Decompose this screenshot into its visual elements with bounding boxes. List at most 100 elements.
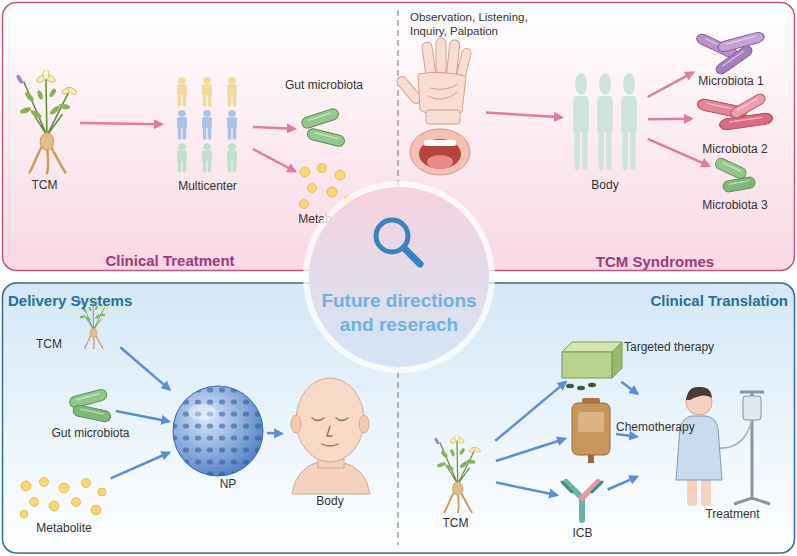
magnifier-icon bbox=[376, 220, 420, 264]
mouth-icon bbox=[410, 129, 470, 175]
pill-box-icon-part bbox=[612, 342, 622, 378]
people-group bbox=[177, 73, 637, 172]
node-label: TCM bbox=[20, 337, 62, 351]
people-group-part bbox=[177, 110, 187, 139]
bacteria-icon-part bbox=[714, 157, 748, 181]
node-label: Body bbox=[285, 494, 375, 508]
iv-bag-icon-part bbox=[572, 403, 610, 455]
bacteria-icon-part bbox=[72, 404, 111, 423]
mouth-icon-part bbox=[427, 155, 453, 169]
people-group-part bbox=[202, 110, 212, 139]
antibody-icon bbox=[562, 482, 602, 520]
flow-arrow bbox=[111, 453, 170, 479]
bacteria-icon-part bbox=[306, 127, 346, 147]
metabolite-dots-part bbox=[82, 479, 91, 488]
people-group-part bbox=[621, 73, 636, 170]
flow-arrow bbox=[648, 117, 692, 120]
head-icon-part bbox=[296, 378, 364, 462]
people-group-part bbox=[227, 110, 237, 139]
iv-bag-icon-part bbox=[588, 455, 594, 463]
bacteria-icon bbox=[68, 31, 773, 423]
node-label: TCM bbox=[418, 516, 493, 530]
patient-icon-part bbox=[740, 391, 764, 394]
flow-arrow bbox=[648, 139, 710, 166]
bacteria-icon-part bbox=[300, 107, 340, 129]
node-label: Observation, Listening, Inquiry, Palpati… bbox=[410, 10, 552, 38]
diagnosis-node: Observation, Listening, Inquiry, Palpati… bbox=[408, 40, 483, 180]
antibody-icon-part bbox=[562, 482, 602, 492]
metabolite-dots-part bbox=[49, 501, 59, 511]
people-group-part bbox=[177, 143, 187, 172]
patient-icon-part bbox=[743, 396, 761, 420]
people-group-part bbox=[573, 73, 588, 170]
bacteria-icon-part bbox=[714, 44, 754, 76]
drug-node: Targeted therapy bbox=[562, 340, 622, 380]
bacteria-icon-part bbox=[722, 176, 756, 193]
cohort-node: Multicenter bbox=[165, 75, 250, 175]
blue-band bbox=[3, 283, 795, 553]
flow-arrow bbox=[608, 477, 638, 490]
flow-arrow bbox=[253, 127, 295, 129]
people-group-part bbox=[177, 77, 187, 106]
flow-arrow bbox=[116, 411, 169, 421]
panel-title: TCM Syndromes bbox=[560, 253, 750, 271]
iv-bag-icon-part bbox=[578, 412, 604, 432]
metabolite-dots-part bbox=[308, 184, 317, 193]
pill-box-icon-part bbox=[588, 383, 596, 387]
metabolite-dots-part bbox=[300, 200, 309, 209]
people-group-part bbox=[202, 77, 212, 106]
panel-title: Delivery Systems bbox=[8, 292, 208, 310]
circle-outline bbox=[303, 181, 495, 373]
node-label: Microbiota 3 bbox=[690, 198, 780, 212]
node-label: Microbiota 1 bbox=[686, 74, 776, 88]
flow-arrow bbox=[621, 382, 637, 394]
node-label: Multicenter bbox=[160, 179, 255, 193]
patient-node: Treatment bbox=[640, 385, 775, 507]
pill-box-icon-part bbox=[566, 384, 574, 388]
flow-arrow bbox=[267, 432, 282, 435]
mouth-icon-part bbox=[419, 139, 461, 169]
magnifier-icon-part bbox=[404, 248, 420, 264]
nanoparticle-node: NP bbox=[172, 385, 264, 477]
herb-node: TCM bbox=[418, 435, 493, 513]
drug-node: ICB bbox=[560, 478, 605, 523]
panel-title: Clinical Translation bbox=[598, 292, 788, 310]
node-label: Gut microbiota bbox=[43, 426, 138, 440]
bacteria-icon-part bbox=[68, 388, 108, 409]
node-label: ICB bbox=[555, 526, 610, 540]
iv-bag-icon bbox=[572, 398, 610, 463]
metabolite-dots-part bbox=[91, 505, 101, 515]
metabolite-node: Metabolite bbox=[20, 478, 108, 520]
circle-fill bbox=[309, 187, 489, 367]
metabolite-dots-part bbox=[72, 498, 81, 507]
node-label: NP bbox=[192, 477, 264, 491]
body-node: Body bbox=[285, 378, 375, 493]
patient-icon-part bbox=[686, 387, 712, 400]
head-icon-part bbox=[312, 418, 348, 446]
herb-icon-part bbox=[15, 70, 77, 174]
mouth-icon-part bbox=[424, 140, 456, 146]
head-icon-part bbox=[291, 415, 301, 433]
head-icon bbox=[291, 378, 370, 494]
node-label: Targeted therapy bbox=[624, 340, 734, 354]
metabolite-dots-part bbox=[20, 510, 28, 518]
node-label: Body bbox=[565, 178, 645, 192]
metabolite-dots-part bbox=[21, 481, 31, 491]
metabolite-dots-part bbox=[40, 478, 49, 487]
people-group-part bbox=[202, 143, 212, 172]
herb-node: TCM bbox=[12, 70, 77, 175]
node-label: Metabolite bbox=[20, 521, 108, 535]
microbe-node: Microbiota 1 bbox=[692, 33, 770, 71]
patient-icon bbox=[676, 387, 770, 506]
metabolite-dots-part bbox=[335, 170, 345, 180]
microbe-node: Microbiota 2 bbox=[695, 98, 775, 138]
people-group-part bbox=[597, 73, 612, 170]
microbe-node: Gut microbiota bbox=[68, 390, 113, 422]
flow-arrow bbox=[496, 439, 565, 461]
metabolite-dots-part bbox=[327, 187, 337, 197]
bacteria-icon-part bbox=[719, 112, 773, 130]
bacteria-icon-part bbox=[729, 92, 767, 120]
node-label: Treatment bbox=[695, 507, 770, 521]
